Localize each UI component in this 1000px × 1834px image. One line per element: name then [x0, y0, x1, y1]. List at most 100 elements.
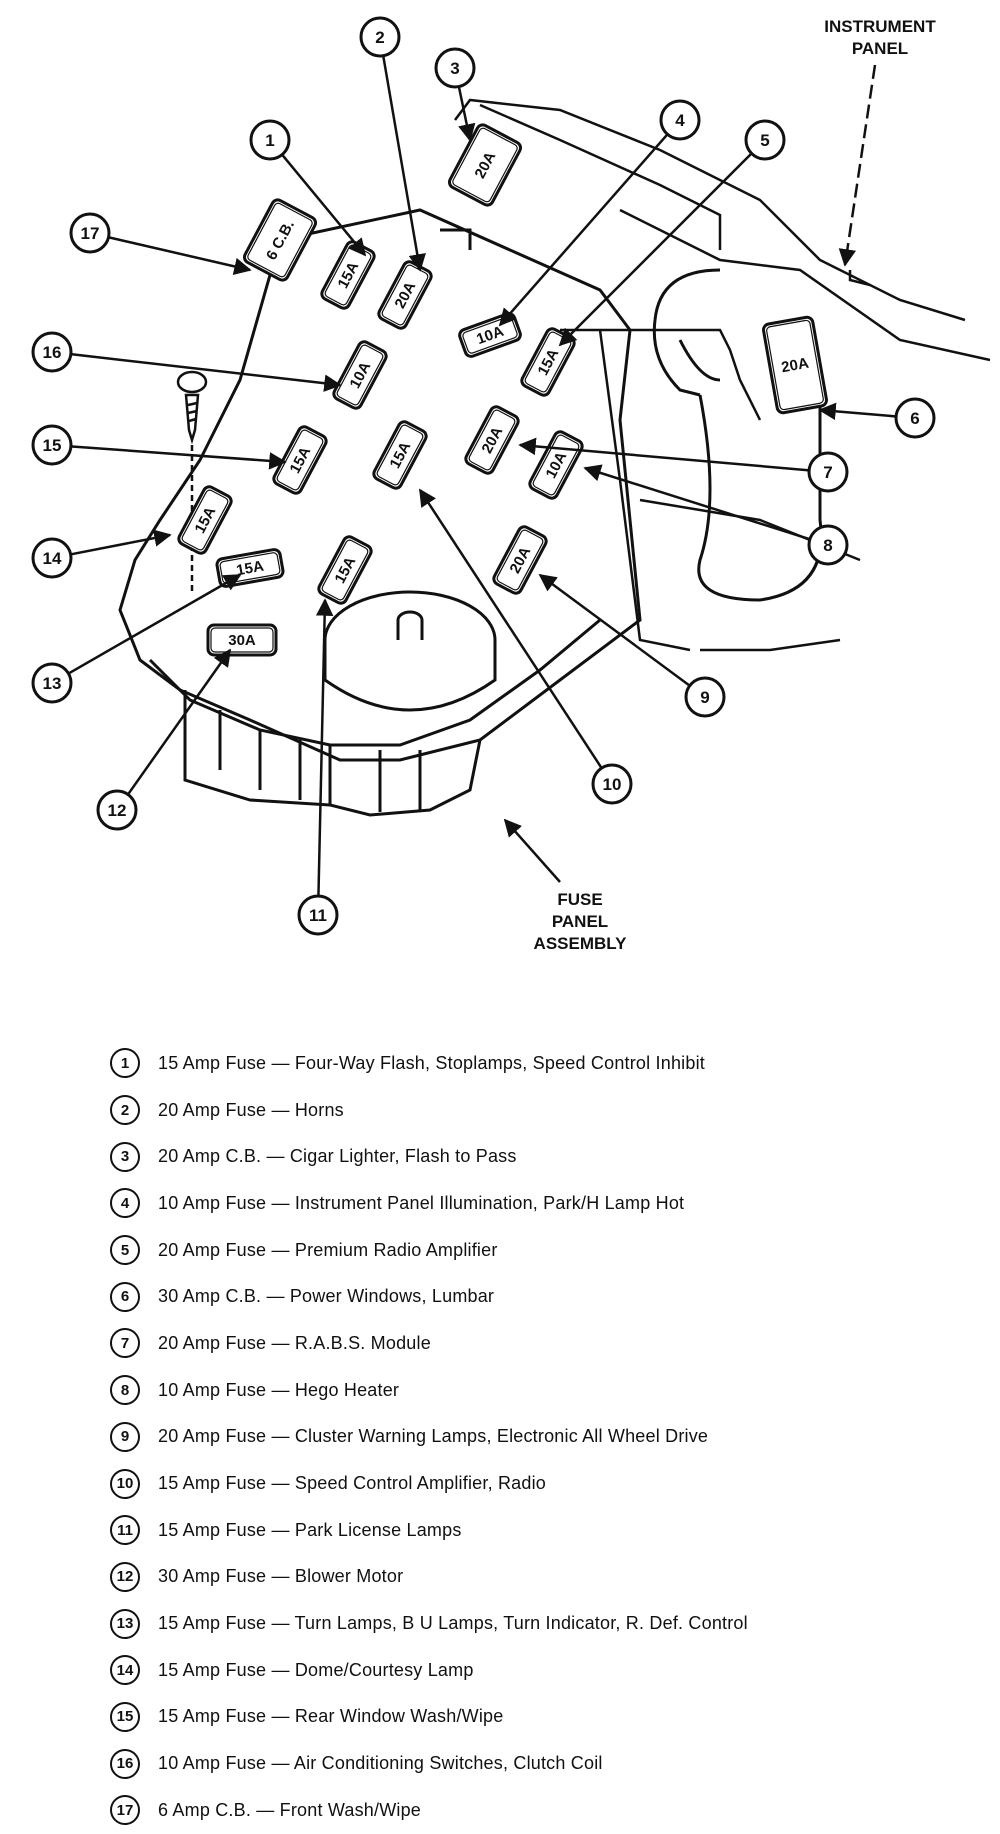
leader-line-16	[71, 353, 342, 392]
legend-item: 16 10 Amp Fuse — Air Conditioning Switche…	[110, 1740, 990, 1787]
instrument-panel-label-line1: INSTRUMENT	[824, 17, 936, 36]
fuse-panel-label: FUSE PANEL ASSEMBLY	[503, 818, 627, 953]
legend-item-number: 2	[110, 1095, 140, 1126]
leader-line-13	[68, 573, 242, 675]
legend-item-number: 12	[110, 1561, 140, 1592]
leader-line-5	[558, 153, 752, 347]
callout-12: 12	[96, 789, 138, 831]
callout-3: 3	[434, 47, 476, 89]
fuse-13: 15A	[215, 548, 285, 588]
leader-line-12	[127, 648, 232, 795]
fuse-9: 20A	[492, 525, 548, 595]
legend-item-number: 7	[110, 1328, 140, 1359]
legend-item-text: 15 Amp Fuse — Four-Way Flash, Stoplamps,…	[158, 1052, 705, 1073]
callout-14-number: 14	[43, 549, 62, 568]
legend-item-number: 5	[110, 1235, 140, 1266]
legend-item-text: 20 Amp C.B. — Cigar Lighter, Flash to Pa…	[158, 1146, 517, 1167]
legend-item-text: 10 Amp Fuse — Instrument Panel Illuminat…	[158, 1192, 685, 1213]
fuse-4: 10A	[458, 312, 522, 358]
callout-9: 9	[684, 676, 726, 718]
fuse-1: 15A	[320, 240, 376, 310]
callout-7-number: 7	[823, 463, 832, 482]
leader-line-1	[281, 154, 367, 257]
legend-item-text: 15 Amp Fuse — Dome/Courtesy Lamp	[158, 1659, 474, 1680]
legend-item-text: 20 Amp Fuse — Cluster Warning Lamps, Ele…	[158, 1426, 709, 1447]
callout-11-number: 11	[309, 906, 327, 925]
fuse-7: 20A	[464, 405, 520, 475]
leader-lines	[68, 56, 896, 896]
legend-item: 10 15 Amp Fuse — Speed Control Amplifier,…	[110, 1460, 990, 1507]
legend-item-number: 4	[110, 1188, 140, 1219]
callout-16-number: 16	[43, 343, 62, 362]
legend-item-number: 17	[110, 1795, 140, 1826]
leader-line-6	[818, 402, 896, 421]
circuit-breaker-wire	[652, 268, 823, 602]
legend-item-number: 15	[110, 1701, 140, 1732]
legend-item-text: 10 Amp Fuse — Air Conditioning Switches,…	[158, 1753, 603, 1774]
legend-item-text: 30 Amp Fuse — Blower Motor	[158, 1566, 404, 1587]
legend-item-text: 20 Amp Fuse — Premium Radio Amplifier	[158, 1239, 498, 1260]
fuse-6: 20A	[762, 315, 828, 415]
legend-item-text: 6 Amp C.B. — Front Wash/Wipe	[158, 1799, 422, 1820]
leader-line-10	[418, 488, 603, 768]
legend-item: 5 20 Amp Fuse — Premium Radio Amplifier	[110, 1227, 990, 1274]
leader-line-9	[538, 573, 690, 687]
callout-13-number: 13	[43, 674, 62, 693]
screw	[176, 370, 208, 595]
callout-16: 16	[31, 331, 73, 373]
fuse-6-marking: 20A	[780, 355, 810, 377]
legend-item-number: 1	[110, 1048, 140, 1079]
callout-9-number: 9	[700, 688, 709, 707]
leader-line-8	[583, 464, 810, 541]
legend-item-text: 30 Amp C.B. — Power Windows, Lumbar	[158, 1286, 495, 1307]
fuse-3: 20A	[447, 123, 523, 207]
callout-10-number: 10	[603, 775, 622, 794]
callout-1-number: 1	[265, 131, 274, 150]
legend-item-text: 15 Amp Fuse — Speed Control Amplifier, R…	[158, 1473, 546, 1494]
legend-item: 8 10 Amp Fuse — Hego Heater	[110, 1367, 990, 1414]
leader-line-17	[109, 236, 252, 275]
fuse-14: 15A	[177, 485, 233, 555]
callout-14: 14	[31, 537, 73, 579]
legend-item: 15 15 Amp Fuse — Rear Window Wash/Wipe	[110, 1694, 990, 1741]
legend-item-text: 10 Amp Fuse — Hego Heater	[158, 1379, 400, 1400]
legend-item-text: 20 Amp Fuse — Horns	[158, 1099, 344, 1120]
fuse-12: 30A	[206, 623, 278, 657]
round-module	[323, 590, 497, 712]
fuse-panel-body	[118, 208, 642, 817]
leader-line-3	[457, 87, 476, 142]
fuse-8: 10A	[528, 430, 584, 500]
fuse-13-marking: 15A	[235, 558, 265, 580]
callout-1: 1	[249, 119, 291, 161]
legend-item-text: 15 Amp Fuse — Park License Lamps	[158, 1519, 462, 1540]
fuse-16: 10A	[332, 340, 388, 410]
fuse-2: 20A	[377, 260, 433, 330]
legend-item-text: 15 Amp Fuse — Rear Window Wash/Wipe	[158, 1706, 504, 1727]
instrument-panel-label: INSTRUMENT PANEL	[824, 17, 936, 267]
callout-11: 11	[297, 894, 339, 936]
legend-item-number: 10	[110, 1468, 140, 1499]
legend-item-number: 9	[110, 1421, 140, 1452]
leader-line-14	[71, 529, 172, 556]
legend-item: 17 6 Amp C.B. — Front Wash/Wipe	[110, 1787, 990, 1834]
legend-item-text: 20 Amp Fuse — R.A.B.S. Module	[158, 1332, 431, 1353]
legend-item-number: 16	[110, 1748, 140, 1779]
callout-10: 10	[591, 763, 633, 805]
fuse-11: 15A	[317, 535, 373, 605]
legend-item-number: 13	[110, 1608, 140, 1639]
fuse-10: 15A	[372, 420, 428, 490]
callout-3-number: 3	[450, 59, 459, 78]
callout-13: 13	[31, 662, 73, 704]
instrument-panel-outline	[454, 98, 991, 652]
callout-8-number: 8	[823, 536, 832, 555]
callout-4-number: 4	[675, 111, 685, 130]
legend-item-number: 8	[110, 1375, 140, 1406]
leader-line-4	[498, 134, 668, 327]
callout-12-number: 12	[108, 801, 127, 820]
callout-5-number: 5	[760, 131, 769, 150]
